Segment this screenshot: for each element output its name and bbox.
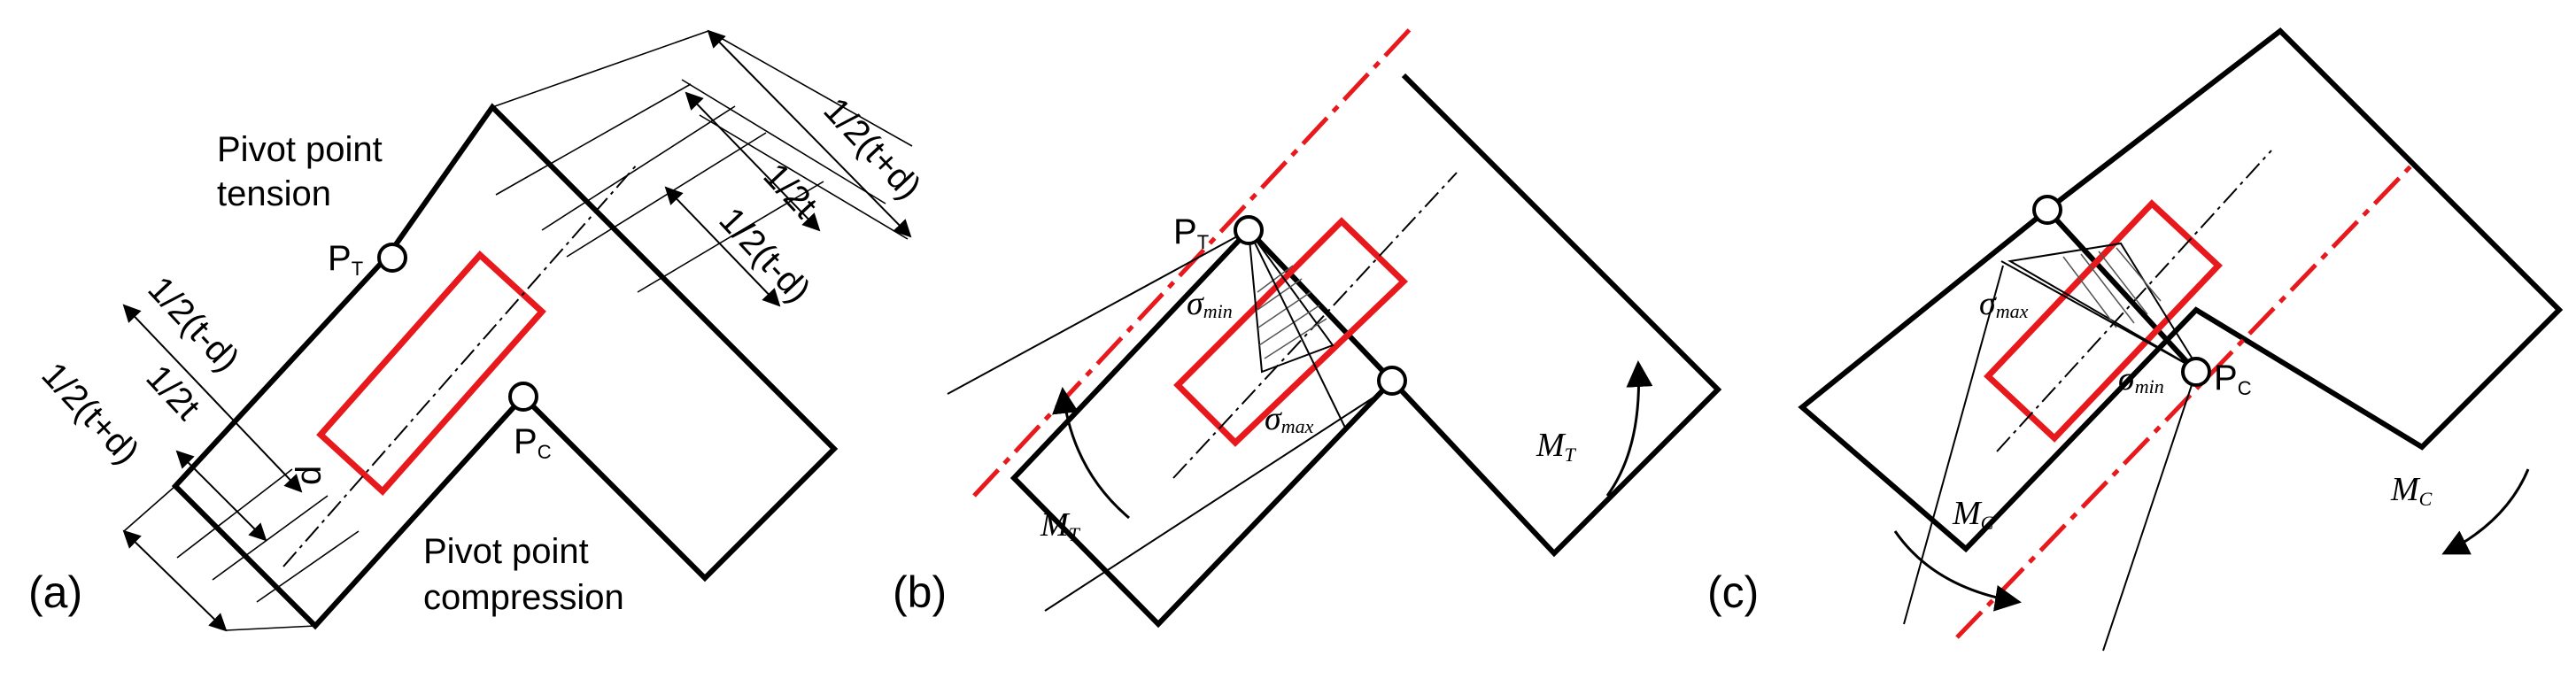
panel-b-insert	[1173, 217, 1409, 447]
panel-c-red-line	[1955, 162, 2415, 639]
panel-b-hatch	[1257, 265, 1327, 359]
panel-b-rotation-lines	[947, 229, 1387, 612]
panel-a-pivot-tension-marker	[377, 243, 407, 273]
panel-a-pivot-compression-label-1: Pivot point	[423, 532, 589, 571]
panel-c-sigma-max-label: σmax	[1979, 285, 2029, 322]
panel-c-insert	[1984, 199, 2223, 443]
panel-a-dimension-lines-top	[664, 29, 912, 307]
panel-c-hatch	[2062, 247, 2162, 328]
panel-a-l-shape	[171, 103, 839, 630]
panel-c-moment-left-label: MC	[1952, 495, 1994, 534]
panel-a-dim-top-1: 1/2(t+d)	[816, 90, 928, 207]
panel-b-label: (b)	[893, 567, 947, 617]
panel-b-moment-arrow-left	[1052, 387, 1130, 520]
panel-a-dimension-lines-left	[122, 304, 303, 632]
panel-a-pt-label: PT	[328, 239, 363, 280]
panel-c-pivot-compression-marker	[2181, 357, 2211, 387]
panel-c-moment-arrow-left	[1893, 530, 2022, 612]
panel-b-moment-right-label: MT	[1536, 427, 1577, 466]
panel-a-dim-left-2: 1/2t	[138, 358, 207, 428]
panel-a-pivot-tension-label-1: Pivot point	[217, 130, 383, 169]
panel-a-dim-left-3: 1/2(t+d)	[34, 355, 146, 472]
panel-c-pivot-tension-marker	[2032, 195, 2062, 225]
panel-b-joint-edge	[1246, 228, 1395, 383]
panel-a-dim-left-1: 1/2(t-d)	[140, 269, 246, 379]
panel-c-rotation-lines	[1903, 260, 2201, 652]
panel-b-moment-arrow-right	[1605, 360, 1653, 497]
panel-c-stress-area	[2007, 242, 2201, 373]
panel-c-label: (c)	[1707, 567, 1759, 617]
panel-c-moment-right-label: MC	[2390, 471, 2433, 510]
panel-a-label: (a)	[28, 567, 82, 617]
panel-b-moment-left-label: MT	[1040, 506, 1081, 545]
panel-a: Pivot point tension Pivot point compress…	[28, 29, 928, 632]
panel-a-d-label: d	[290, 466, 329, 485]
panel-a-extension-lines-top	[491, 30, 913, 293]
panel-c-joint-edge	[2045, 207, 2199, 374]
panel-a-pivot-compression-marker	[508, 382, 538, 412]
panel-b-pt-label: PT	[1173, 212, 1209, 253]
panel-b-pivot-tension-marker	[1234, 215, 1264, 245]
panel-a-insert	[316, 251, 546, 496]
panel-c-pc-label: PC	[2214, 359, 2252, 399]
panel-c-centreline	[1996, 150, 2272, 452]
panel-b-pivot-compression-marker	[1377, 366, 1407, 396]
panel-b-sigma-max-label: σmax	[1265, 400, 1314, 437]
panel-c-moment-arrow-right	[2441, 468, 2530, 555]
panel-a-centreline	[282, 163, 638, 567]
panel-b-sigma-min-label: σmin	[1187, 285, 1233, 322]
panel-b-stress-area	[1247, 227, 1334, 374]
panel-c: PC σmax σmin MC MC (c)	[1707, 27, 2564, 652]
panel-b: PT σmin σmax MT MT (b)	[893, 25, 1722, 629]
panel-a-pivot-tension-label-2: tension	[217, 174, 331, 213]
panel-a-pivot-compression-label-2: compression	[423, 578, 624, 617]
panel-c-sigma-min-label: σmin	[2118, 360, 2164, 397]
panel-a-pc-label: PC	[514, 422, 552, 463]
panel-c-l-shape	[1798, 27, 2564, 553]
